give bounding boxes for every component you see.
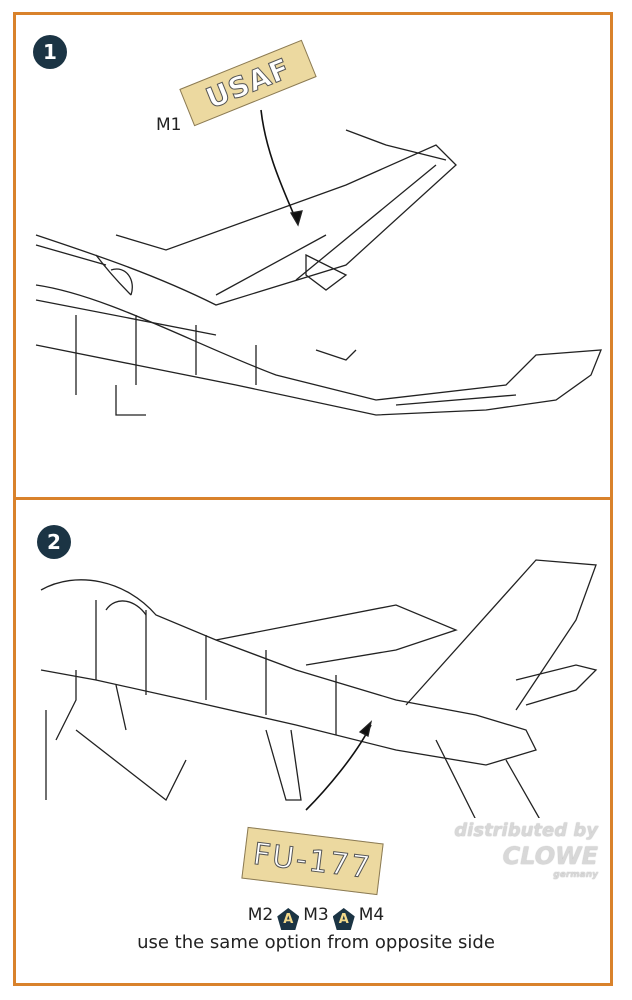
distributor-watermark: distributed by CLOWE germany	[450, 818, 602, 884]
option-a-badge: A	[332, 908, 355, 930]
step-1-panel: 1 USAF M1	[13, 12, 613, 500]
instruction-note: use the same option from opposite side	[137, 932, 495, 953]
step-number-badge: 2	[37, 525, 71, 559]
step-number-badge: 1	[33, 35, 67, 69]
aircraft-wing-drawing	[35, 109, 602, 416]
decal-code-m1: M1	[156, 115, 182, 135]
option-a-badge: A	[277, 908, 300, 930]
